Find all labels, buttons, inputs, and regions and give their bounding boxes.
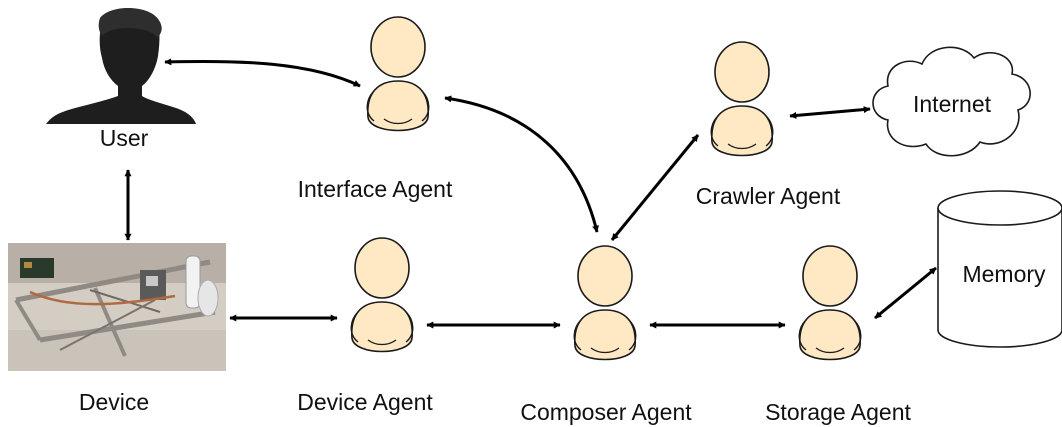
user-label: User <box>100 125 149 151</box>
internet-cloud: Internet <box>872 46 1031 157</box>
agent-person-icon <box>350 237 414 353</box>
device-label: Device <box>79 389 149 415</box>
device-agent: Device Agent <box>297 237 433 415</box>
device-agent-label: Device Agent <box>297 389 433 415</box>
memory-label: Memory <box>962 261 1046 287</box>
crawler-agent-label: Crawler Agent <box>696 183 841 209</box>
agent-person-icon <box>710 41 774 157</box>
arrow-storage-memory <box>874 266 937 320</box>
agent-person-icon <box>573 245 637 361</box>
arrow-user-interface <box>164 58 361 88</box>
arrow-composer-crawler <box>610 134 700 241</box>
composer-agent: Composer Agent <box>520 245 692 425</box>
internet-label: Internet <box>913 91 992 117</box>
user-silhouette-icon <box>46 7 196 124</box>
memory-storage: Memory <box>937 190 1062 348</box>
agent-person-icon <box>366 16 430 132</box>
connection-arrows <box>124 58 937 329</box>
storage-agent-label: Storage Agent <box>765 399 911 425</box>
crawler-agent: Crawler Agent <box>696 41 841 209</box>
arrow-interface-composer <box>444 95 599 233</box>
interface-agent-label: Interface Agent <box>298 176 453 202</box>
database-cylinder-icon <box>937 190 1062 348</box>
arrow-crawler-internet <box>789 106 871 119</box>
cloud-icon <box>872 46 1031 157</box>
composer-agent-label: Composer Agent <box>520 399 692 425</box>
device-photo <box>8 243 226 371</box>
storage-agent: Storage Agent <box>765 245 911 425</box>
interface-agent: Interface Agent <box>298 16 453 202</box>
agent-person-icon <box>798 245 862 361</box>
